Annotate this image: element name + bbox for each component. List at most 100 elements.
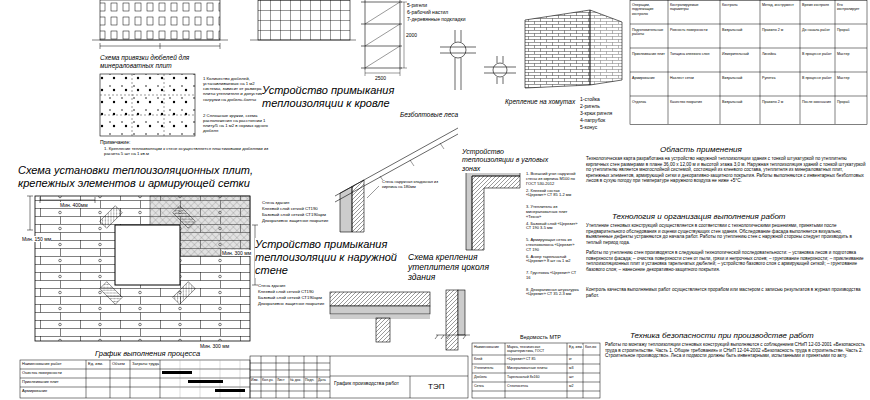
roof-junction-section-part [380, 143, 444, 182]
section-heading: Область применения [660, 145, 742, 155]
section-heading: Техника безопасности при производстве ра… [630, 331, 814, 341]
paragraph-text: Работы по монтажу теплоизоляции стеновых… [605, 342, 867, 359]
legend-label: 8. Декоративная штукатурка «Церезит» СТ … [526, 288, 580, 298]
building-elevation [92, 0, 356, 49]
legend-label: Стена здания [258, 283, 285, 288]
table-cell: Минераловатные плиты [507, 366, 547, 370]
clamp-joint-part [484, 56, 516, 84]
table-cell: Мастер [837, 52, 849, 56]
insulation-layout-part [173, 282, 196, 305]
title-block-part [250, 356, 468, 398]
dowel-scheme-part [100, 74, 195, 136]
legend-label: 5-ригели [407, 2, 427, 8]
table-cell: Объем [112, 362, 125, 367]
legend-label: Базовый слой сеткой СТ190арм [258, 295, 322, 300]
legend-label: Клеевой слой сеткой СТ190 [258, 289, 314, 294]
control-table-part [630, 0, 867, 124]
table-cell: Подготовительные работы [632, 28, 666, 37]
dimension-label: Мин. 300 мм [222, 250, 251, 256]
table-cell: Качество покрытия [670, 100, 702, 104]
roof-junction-section-part [367, 186, 379, 198]
schedule-table [20, 360, 250, 398]
table-cell: Наименование работ [22, 362, 62, 367]
table-cell: Контроль [722, 3, 738, 7]
insulation-layout-part [27, 196, 33, 230]
table-cell: Кол.уч. [262, 378, 273, 382]
table-cell: Визуальный [722, 28, 742, 32]
table-cell: Контролируемые параметры [670, 3, 718, 12]
schedule-table-part [215, 389, 245, 392]
clamp-joint [440, 30, 516, 90]
section-heading: Крепление на хомутах [505, 98, 575, 106]
clamp-joint-part [450, 42, 466, 58]
wall-junction-section-part [376, 318, 390, 342]
legend-label: 6-рабочий настил [407, 9, 448, 15]
table-cell: Клей [474, 357, 482, 361]
legend-label: 7-деревянные подкладки [407, 16, 465, 22]
scaffold-drawing-part [365, 2, 400, 68]
wall-junction-section [330, 292, 430, 342]
dimension-label: Мин. 150 мм [22, 236, 51, 242]
materials-table-part [472, 343, 600, 398]
legend-label: Базовый слой сеткой СТ190арм [262, 212, 326, 217]
table-cell: Тарельчатый 8х160 [507, 375, 539, 379]
corner-section-part [472, 176, 520, 250]
note-text: 1. Крепление теплоизоляции к стене осуще… [104, 146, 269, 156]
table-cell: Дюбель [474, 375, 487, 379]
section-heading: Схема установки теплоизоляционных плит, … [18, 164, 273, 190]
table-cell: Кол-во [585, 345, 596, 349]
title-block-part [250, 363, 330, 391]
dowel-scheme [100, 74, 195, 136]
legend-label: 2. Клеевой состав «Церезит» СТ 85 1-2 мм [526, 189, 580, 199]
table-cell: Армирование [22, 389, 47, 394]
table-cell: ТЭП [428, 382, 444, 392]
roof-junction-section-part [352, 180, 364, 232]
legend-label: Декоративно защитное покрытие [258, 301, 324, 306]
table-cell: Измерительный [722, 52, 749, 56]
title-block [250, 356, 468, 398]
table-cell: Нахлест сетки [670, 76, 694, 80]
scaffold-drawing-part [361, 0, 402, 70]
table-cell: Ед. изм. [569, 345, 583, 349]
insulation-layout-part [35, 196, 250, 341]
insulation-layout-part [100, 206, 123, 229]
building-elevation-part [92, 40, 228, 49]
paragraph-text: Технологическая карта разработана на уст… [586, 156, 866, 184]
table-cell: Правило 2 м [762, 100, 783, 104]
table-cell: Изм. [251, 378, 259, 382]
schedule-table-part [162, 371, 192, 374]
table-cell: Приклеивание плит [632, 52, 665, 56]
materials-table-part [472, 343, 600, 398]
table-cell: Время контроля [802, 3, 829, 7]
table-cell: Дата [318, 378, 326, 382]
legend-label: 5-конус [580, 124, 597, 130]
roof-junction-section-part [335, 128, 458, 202]
table-cell: Стеклосетка [507, 384, 528, 388]
section-heading: Устройство теплоизоляции в угловых зонах [462, 148, 552, 173]
schedule-table-part [20, 360, 250, 398]
table-cell: До начала работ [802, 28, 830, 32]
table-cell: В процессе работ [802, 76, 832, 80]
table-cell: кг [569, 357, 572, 361]
table-cell: Ровность поверхности [670, 28, 707, 32]
insulation-layout-part [35, 196, 250, 341]
clamp-joint-part [493, 63, 507, 77]
schedule-table-part [188, 380, 223, 383]
section-heading: Безболтовые леса [400, 111, 458, 119]
scaffold-drawing [361, 0, 407, 76]
materials-table [472, 343, 600, 398]
table-cell: Операции, подлежащие контролю [632, 3, 666, 16]
section-heading: Ведомость МТР [520, 334, 561, 341]
legend-label: 2-ригель [580, 103, 600, 109]
paragraph-text: Работы по утеплению стен производятся в … [586, 250, 866, 272]
table-cell: После окончания [802, 100, 831, 104]
table-cell: Наименование [474, 345, 499, 349]
building-elevation-part [250, 40, 356, 41]
dimension-label: Мин. 400мм [60, 202, 88, 208]
paragraph-text: Контроль качества выполняемых работ осущ… [586, 287, 866, 298]
table-cell: Прораб [837, 100, 850, 104]
dimension-label: Мин. 300 мм [200, 343, 229, 349]
table-cell: Визуальный [722, 100, 742, 104]
plinth-section-part [458, 290, 465, 335]
note-text: 1 Количество дюбелей, устанавливаемых на… [203, 76, 269, 102]
